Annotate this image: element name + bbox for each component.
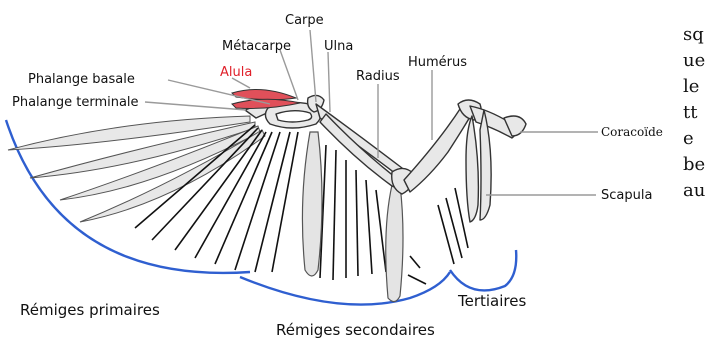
secondary-shaft-8 (408, 275, 426, 284)
label-carpe: Carpe (285, 13, 324, 28)
side-text-line: be (683, 152, 727, 178)
metacarpal-inner (276, 111, 312, 122)
primary-feathers (8, 116, 265, 222)
label-remiges-primaires: Rémiges primaires (20, 301, 160, 319)
label-ulna: Ulna (324, 39, 353, 54)
leader-carpe (310, 30, 316, 102)
secondary-feather-a (302, 132, 322, 276)
ulna-bone (316, 104, 406, 180)
label-phalange-terminale: Phalange terminale (12, 95, 139, 110)
label-phalange-basale: Phalange basale (28, 72, 135, 87)
side-text-line: e (683, 126, 727, 152)
leader-ulna (328, 52, 330, 112)
label-humerus: Humérus (408, 55, 467, 70)
secondary-shaft-4 (356, 170, 358, 276)
side-text-line: ue (683, 48, 727, 74)
leader-phalange-terminale (145, 102, 246, 110)
side-text-line: au (683, 178, 727, 204)
side-text-line: sq (683, 22, 727, 48)
tertiary-shaft-1 (438, 205, 454, 264)
tertiaries-bracket (450, 250, 516, 290)
label-tertiaires: Tertiaires (457, 292, 526, 310)
side-text-fragment: sq ue le tt e be au (683, 22, 727, 204)
scapula-bone (466, 116, 478, 222)
alula-feather-upper (232, 89, 296, 99)
bird-wing-skeleton-diagram: Carpe Métacarpe Ulna Alula Phalange basa… (0, 0, 680, 339)
label-radius: Radius (356, 69, 400, 84)
side-text-line: tt (683, 100, 727, 126)
secondary-feather-b (386, 185, 403, 302)
leader-metacarpe (280, 50, 298, 100)
secondaries-bracket (240, 272, 450, 305)
secondary-shaft-5 (366, 180, 372, 274)
label-scapula: Scapula (601, 188, 652, 203)
label-metacarpe: Métacarpe (222, 39, 291, 54)
side-text-line: le (683, 74, 727, 100)
secondary-shaft-6 (376, 190, 386, 272)
secondary-shaft-2 (333, 150, 336, 280)
secondary-shaft-7 (410, 256, 420, 268)
label-coracoide: Coracoïde (601, 125, 663, 139)
label-remiges-secondaires: Rémiges secondaires (276, 321, 435, 339)
label-alula: Alula (220, 65, 252, 80)
bones (245, 95, 526, 222)
